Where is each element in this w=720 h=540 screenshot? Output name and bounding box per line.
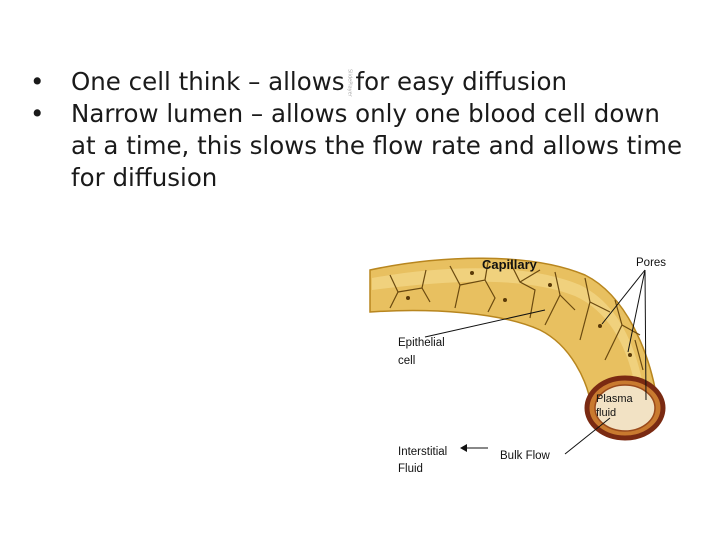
watermark-text: SlidePlayer bbox=[346, 69, 353, 97]
bulk-flow-leader-line bbox=[564, 417, 611, 455]
bullet-text-part2: for easy diffusion bbox=[355, 67, 567, 96]
capillary-lumen bbox=[594, 384, 656, 432]
capillary-highlight bbox=[372, 268, 644, 390]
interstitial-label-line2: Fluid bbox=[398, 463, 423, 475]
bullet-narrow-lumen: Narrow lumen – allows only one blood cel… bbox=[30, 98, 690, 194]
diagram-title: Capillary bbox=[482, 257, 538, 272]
pores-leader-lines bbox=[601, 269, 647, 401]
capillary-diagram: Capillary Pores Epithelial cell Plasma f… bbox=[369, 257, 666, 475]
interstitial-label-line1: Interstitial bbox=[398, 446, 447, 458]
bullet-text: Narrow lumen – allows only one blood cel… bbox=[71, 99, 683, 192]
epithelial-label-line2: cell bbox=[398, 355, 415, 367]
plasma-label-line2: fluid bbox=[596, 407, 616, 419]
bulk-flow-label: Bulk Flow bbox=[500, 450, 551, 462]
epithelial-cell-lines bbox=[389, 261, 644, 371]
pore-dots bbox=[406, 271, 632, 357]
interstitial-arrowhead bbox=[460, 444, 467, 452]
epithelial-label-line1: Epithelial bbox=[398, 337, 445, 349]
plasma-label-line1: Plasma bbox=[596, 393, 634, 405]
pores-label: Pores bbox=[636, 257, 666, 269]
bullet-text-part1: One cell think – allows bbox=[71, 67, 345, 96]
epithelial-leader-line bbox=[424, 309, 546, 338]
